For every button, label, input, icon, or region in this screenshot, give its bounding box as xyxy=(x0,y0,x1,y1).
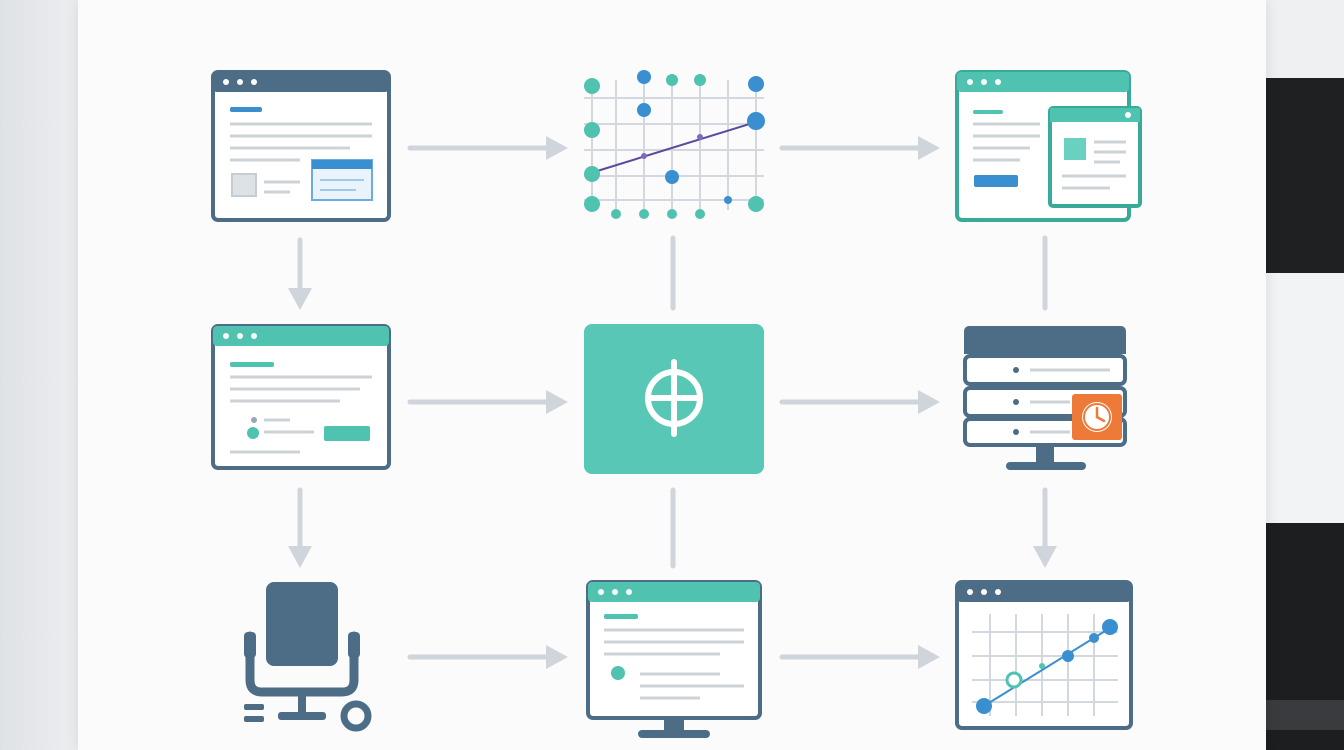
right-backdrop xyxy=(1266,0,1344,750)
arrow-col1-a xyxy=(288,237,312,310)
arrow-row3-b xyxy=(779,645,940,669)
arrow-row1-a xyxy=(407,136,568,160)
server-clock-icon xyxy=(963,326,1127,470)
central-hub[interactable] xyxy=(584,324,764,474)
browser-form-icon xyxy=(211,70,391,222)
document-overlay-icon xyxy=(955,70,1142,222)
crosshair-icon xyxy=(645,359,703,437)
arrow-row1-b xyxy=(779,136,940,160)
arrow-col1-b xyxy=(288,487,312,568)
arrow-row3-a xyxy=(407,645,568,669)
line-chart-icon xyxy=(955,580,1133,730)
arrow-row2-b xyxy=(779,390,940,414)
connectors xyxy=(288,136,1057,669)
arrow-col3-b xyxy=(1033,487,1057,568)
chair-icon xyxy=(244,582,372,732)
monitor-icon xyxy=(586,580,762,738)
arrow-row2-a xyxy=(407,390,568,414)
clock-icon xyxy=(1072,394,1122,440)
left-backdrop xyxy=(0,0,78,750)
dot-grid-chart-icon xyxy=(584,70,765,219)
browser-list-icon xyxy=(211,324,391,470)
